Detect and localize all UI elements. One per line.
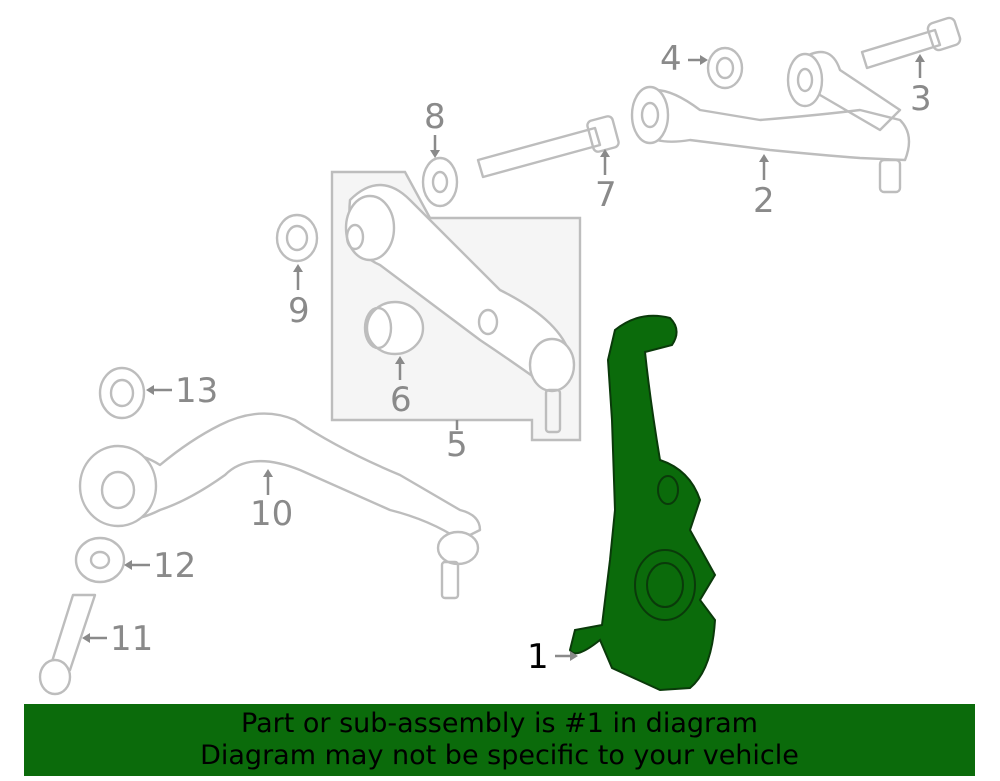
callout-11: 11 xyxy=(110,619,153,659)
callout-10: 10 xyxy=(250,494,293,534)
callout-3: 3 xyxy=(910,79,932,119)
callout-5: 5 xyxy=(446,425,468,465)
nut-9 xyxy=(275,213,319,263)
callout-arrows xyxy=(82,54,925,661)
washer-8 xyxy=(421,156,459,208)
callout-12: 12 xyxy=(153,546,196,586)
callout-8: 8 xyxy=(424,97,446,137)
callout-9: 9 xyxy=(288,291,310,331)
callout-6: 6 xyxy=(390,380,412,420)
callout-13: 13 xyxy=(175,371,218,411)
callout-2: 2 xyxy=(753,181,775,221)
lower-control-arm-5 xyxy=(344,183,576,434)
bolt-3 xyxy=(860,16,962,70)
steering-knuckle-1 xyxy=(568,314,717,692)
bushing-13 xyxy=(98,366,146,420)
parts-diagram: 1 2 3 4 5 6 7 8 9 10 11 12 13 xyxy=(38,16,962,696)
bolt-7 xyxy=(476,115,620,179)
washer-12 xyxy=(74,536,126,584)
bushing-6 xyxy=(363,300,425,356)
bolt-11 xyxy=(38,593,97,696)
callout-4: 4 xyxy=(660,39,682,79)
nut-4 xyxy=(706,46,744,90)
upper-control-arm xyxy=(630,50,911,194)
info-banner: Part or sub-assembly is #1 in diagram Di… xyxy=(24,704,975,776)
callout-7: 7 xyxy=(595,175,617,215)
banner-line-1: Part or sub-assembly is #1 in diagram xyxy=(241,708,758,739)
banner-line-2: Diagram may not be specific to your vehi… xyxy=(200,740,799,771)
lower-arm-10 xyxy=(78,412,482,600)
callout-1: 1 xyxy=(527,637,549,677)
